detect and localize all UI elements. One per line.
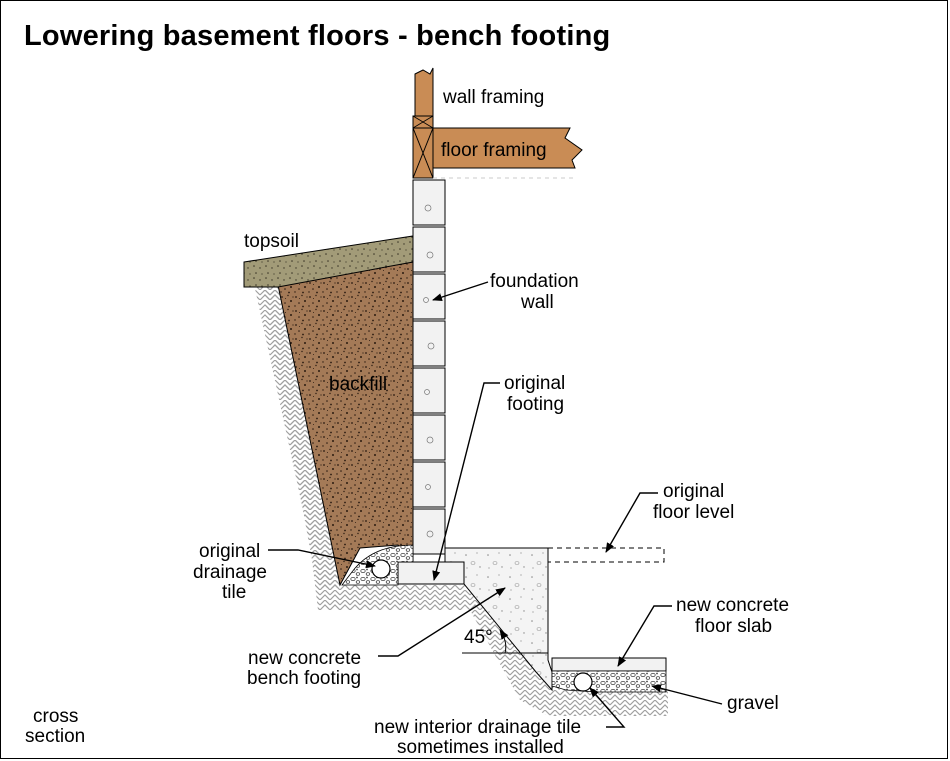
undisturbed-earth [262,284,668,716]
leader-new-floor-slab [617,605,672,667]
label-original-floor-level-2: floor level [653,502,734,523]
label-original-footing-2: footing [507,394,564,415]
label-new-drainage-tile-2: sometimes installed [397,737,564,758]
leader-foundation-wall [432,281,489,302]
label-topsoil: topsoil [244,231,299,252]
leader-original-floor-level [605,492,658,553]
label-new-drainage-tile-1: new interior drainage tile [374,717,581,738]
label-new-floor-slab-2: floor slab [695,616,772,637]
foundation-wall [412,179,446,555]
page-title: Lowering basement floors - bench footing [24,20,611,52]
wall-framing [412,67,434,179]
original-floor-level [547,547,665,563]
label-gravel: gravel [727,693,779,714]
label-foundation-wall-2: wall [520,292,554,313]
label-new-floor-slab-1: new concrete [676,595,789,616]
label-wall-framing: wall framing [442,87,544,108]
label-new-bench-footing-1: new concrete [248,648,361,669]
leader-new-bench-footing [378,587,506,657]
leader-gravel [651,684,723,705]
label-floor-framing: floor framing [441,140,547,161]
new-gravel [551,670,667,693]
label-original-drainage-tile-2: drainage [193,562,267,583]
earth-left-slope [254,284,340,588]
original-drainage-tile [371,559,391,579]
leader-new-drainage-tile [589,687,626,728]
label-cross-section-2: section [25,726,85,747]
label-original-drainage-tile-1: original [199,541,260,562]
leader-original-footing [432,382,500,581]
label-angle: 45° [464,627,493,648]
label-cross-section-1: cross [33,706,78,727]
label-original-floor-level-1: original [663,481,724,502]
label-original-footing-1: original [504,373,565,394]
angle-arc [499,629,509,654]
label-new-bench-footing-2: bench footing [247,668,361,689]
new-floor-slab [551,657,667,672]
leader-original-drainage-tile [268,549,376,569]
topsoil-layer [243,235,414,288]
label-foundation-wall-1: foundation [490,271,579,292]
label-backfill: backfill [329,374,387,395]
new-bench-footing [444,547,553,692]
floor-framing [432,127,583,169]
new-drainage-tile [573,672,593,692]
label-original-drainage-tile-3: tile [222,582,246,603]
original-footing [397,561,465,585]
